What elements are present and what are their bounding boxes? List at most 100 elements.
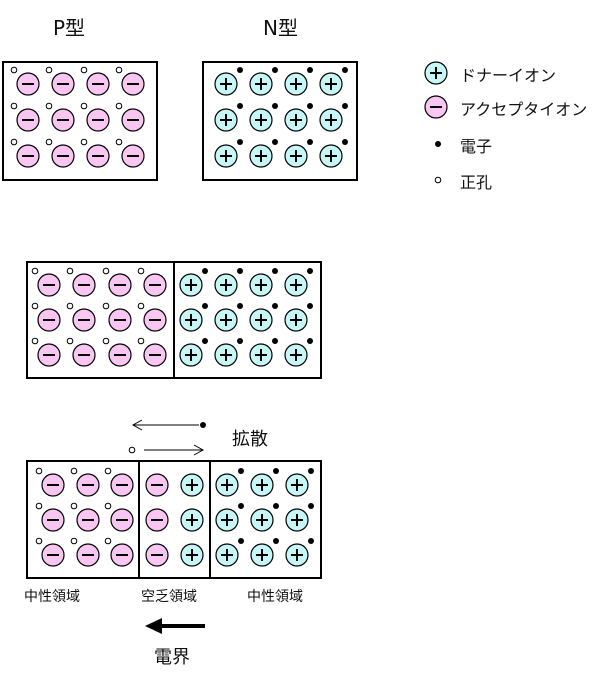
electron-dot [237, 103, 243, 109]
hole-dot [115, 138, 123, 146]
acceptor-ion [86, 108, 110, 132]
acceptor-ion [121, 72, 145, 96]
acceptor-ion [424, 95, 448, 119]
donor-ion [250, 473, 274, 497]
donor-ion [180, 543, 204, 567]
donor-ion [284, 308, 308, 332]
diffusion-label: 拡散 [232, 429, 268, 450]
acceptor-ion [37, 273, 61, 297]
electron-dot [202, 303, 208, 309]
p-type-box [2, 61, 158, 181]
electron-dot [272, 268, 278, 274]
donor-ion [284, 108, 308, 132]
hole-dot [104, 502, 112, 510]
acceptor-ion [37, 308, 61, 332]
donor-ion [249, 273, 273, 297]
hole-dot [80, 66, 88, 74]
acceptor-ion [41, 543, 65, 567]
donor-ion [319, 108, 343, 132]
electron-dot [435, 141, 441, 147]
acceptor-ion [108, 308, 132, 332]
legend-electron-label: 電子 [460, 137, 493, 156]
donor-ion [180, 508, 204, 532]
donor-ion [319, 72, 343, 96]
acceptor-ion [110, 543, 134, 567]
electron-dot [308, 503, 314, 509]
electron-dot [307, 103, 313, 109]
donor-ion [179, 308, 203, 332]
electron-dot [307, 268, 313, 274]
acceptor-ion [110, 508, 134, 532]
electron-dot [272, 139, 278, 145]
acceptor-ion [76, 508, 100, 532]
region-label-right: 中性領域 [247, 589, 303, 605]
hole-dot [10, 66, 18, 74]
acceptor-ion [121, 144, 145, 168]
acceptor-ion [145, 473, 169, 497]
hole-dot [115, 66, 123, 74]
donor-ion [214, 308, 238, 332]
donor-ion [285, 508, 309, 532]
donor-ion [285, 543, 309, 567]
acceptor-ion [145, 508, 169, 532]
field-label: 電界 [154, 647, 190, 668]
acceptor-ion [16, 72, 40, 96]
hole-dot [35, 502, 43, 510]
electron-dot [307, 139, 313, 145]
hole-dot [102, 337, 110, 345]
donor-ion [284, 273, 308, 297]
hole-dot [70, 502, 78, 510]
hole-dot [70, 537, 78, 545]
electron-dot [307, 303, 313, 309]
hole-dot [102, 302, 110, 310]
electron-dot [273, 468, 279, 474]
hole-dot [66, 337, 74, 345]
arrowhead-left [131, 419, 143, 431]
hole-dot [128, 446, 136, 454]
hole-dot [115, 102, 123, 110]
donor-ion [319, 144, 343, 168]
acceptor-ion [76, 543, 100, 567]
electron-dot [237, 303, 243, 309]
donor-ion [284, 343, 308, 367]
hole-dot [45, 66, 53, 74]
hole-dot [104, 537, 112, 545]
donor-ion [249, 343, 273, 367]
donor-ion [249, 108, 273, 132]
donor-ion [250, 508, 274, 532]
hole-dot [31, 302, 39, 310]
hole-dot [45, 102, 53, 110]
hole-dot [10, 138, 18, 146]
donor-ion [215, 543, 239, 567]
electron-dot [238, 503, 244, 509]
donor-ion [179, 343, 203, 367]
hole-dot [102, 267, 110, 275]
acceptor-ion [16, 108, 40, 132]
acceptor-ion [37, 343, 61, 367]
hole-dot [35, 467, 43, 475]
donor-ion [215, 473, 239, 497]
donor-ion [249, 72, 273, 96]
electron-dot [237, 268, 243, 274]
acceptor-ion [41, 508, 65, 532]
electron-dot [272, 67, 278, 73]
electron-dot [307, 338, 313, 344]
donor-ion [214, 108, 238, 132]
donor-ion [285, 473, 309, 497]
acceptor-ion [143, 343, 167, 367]
acceptor-ion [110, 473, 134, 497]
donor-ion [214, 273, 238, 297]
donor-ion [179, 273, 203, 297]
acceptor-ion [108, 343, 132, 367]
hole-dot [31, 267, 39, 275]
acceptor-ion [86, 144, 110, 168]
donor-ion [249, 144, 273, 168]
acceptor-ion [143, 273, 167, 297]
electron-dot [273, 538, 279, 544]
arrowhead-right [193, 444, 205, 456]
hole-dot [80, 102, 88, 110]
electron-dot [272, 103, 278, 109]
hole-dot [80, 138, 88, 146]
electron-dot [202, 268, 208, 274]
